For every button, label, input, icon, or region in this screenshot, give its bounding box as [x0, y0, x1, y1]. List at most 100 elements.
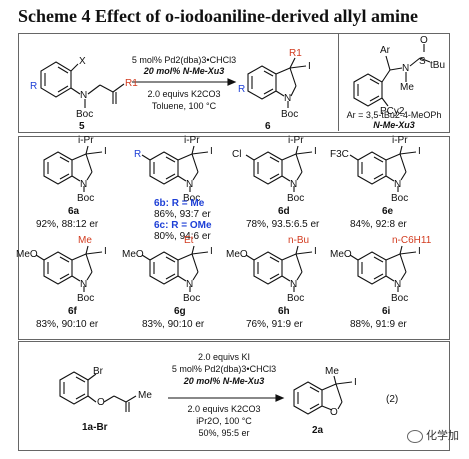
product-6f-aryl-sub: MeO [16, 249, 38, 260]
product-6i-aryl-sub: MeO [330, 249, 352, 260]
product-6h-aryl-sub: MeO [226, 249, 248, 260]
product-6d-label: 6d [278, 206, 290, 217]
atom-ar-ligand: Ar [380, 45, 390, 56]
product-6a-boc: Boc [77, 193, 95, 204]
top-condition-4: Toluene, 100 °C [151, 101, 217, 111]
product-6f-iodo: I [104, 246, 107, 257]
top-condition-2: 20 mol% N-Me-Xu3 [143, 66, 225, 76]
atom-n-product: N [284, 93, 292, 104]
product-6f-substituent: Me [78, 235, 92, 246]
product-6g-n: N [186, 279, 194, 290]
product-6i-boc: Boc [391, 293, 409, 304]
product-6g-structure [141, 245, 209, 292]
product-6b-yield: 86%, 93:7 er [154, 209, 211, 220]
bottom-condition-1: 2.0 equivs KI [197, 352, 251, 362]
product-6b-structure [141, 145, 209, 192]
product-table [18, 136, 450, 340]
atom-r1-reactant: R1 [125, 78, 138, 89]
product-6d-aryl-sub: Cl [232, 149, 242, 160]
atom-me-product-2a: Me [325, 366, 339, 377]
product-6e-aryl-sub: F3C [330, 149, 349, 160]
watermark: 化学加 [407, 427, 459, 443]
product-6a-structure [43, 145, 103, 192]
atom-x: X [79, 56, 86, 67]
product-6e-n: N [394, 179, 402, 190]
bottom-condition-3: 20 mol% N-Me-Xu3 [183, 376, 265, 386]
product-6a-n: N [80, 179, 88, 190]
reactant-1a-label: 1a-Br [82, 422, 108, 433]
bottom-condition-4: 2.0 equivs K2CO3 [187, 404, 261, 414]
atom-i-product: I [308, 61, 311, 72]
product-6g-label: 6g [174, 306, 186, 317]
ligand-name: N-Me-Xu3 [373, 120, 415, 130]
reactant-5-label: 5 [79, 121, 85, 132]
bottom-condition-6: 50%, 95:5 er [198, 428, 250, 438]
product-6g-iodo: I [210, 246, 213, 257]
product-6h-boc: Boc [287, 293, 305, 304]
watermark-text: 化学加 [426, 429, 459, 442]
product-6i-n: N [394, 279, 402, 290]
atom-me-reactant-1a: Me [138, 390, 152, 401]
bottom-condition-2: 5 mol% Pd2(dba)3•CHCl3 [171, 364, 277, 374]
scheme-title: Scheme 4 Effect of o-iodoaniline-derived… [18, 6, 418, 26]
atom-s-ligand: S [419, 56, 426, 67]
product-6d-n: N [290, 179, 298, 190]
product-6f-n: N [80, 279, 88, 290]
product-6h-yield: 76%, 91:9 er [246, 319, 303, 330]
product-6i-yield: 88%, 91:9 er [350, 319, 407, 330]
atom-boc-product: Boc [281, 109, 299, 120]
atom-o-ligand: O [420, 35, 428, 46]
atom-me-ligand: Me [400, 82, 414, 93]
product-6d-substituent: i-Pr [288, 135, 304, 146]
atom-r1-product: R1 [289, 48, 302, 59]
product-6h-iodo: I [314, 246, 317, 257]
product-6e-yield: 84%, 92:8 er [350, 219, 407, 230]
product-6d-yield: 78%, 93.5:6.5 er [246, 219, 320, 230]
wechat-icon [407, 429, 423, 443]
atom-tbu-ligand: tBu [430, 60, 446, 71]
product-2a-label: 2a [312, 425, 324, 436]
atom-r-product: R [238, 84, 246, 95]
product-6-label: 6 [265, 121, 271, 132]
product-6f-yield: 83%, 90:10 er [36, 319, 99, 330]
product-6b-iodo: I [210, 146, 213, 157]
product-6h-n: N [290, 279, 298, 290]
product-6i-substituent: n-C6H11 [392, 235, 432, 246]
product-6a-yield: 92%, 88:12 er [36, 219, 99, 230]
product-6d-iodo: I [314, 146, 317, 157]
product-6b-substituent: i-Pr [184, 135, 200, 146]
product-6a-iodo: I [104, 146, 107, 157]
product-6g-yield: 83%, 90:10 er [142, 319, 205, 330]
bottom-panel [18, 341, 450, 451]
ligand-box [338, 33, 449, 131]
product-6f-structure [35, 245, 103, 292]
product-6h-structure [245, 245, 313, 292]
product-6e-iodo: I [418, 146, 421, 157]
product-6b-label: 6b: R = Me [154, 198, 205, 209]
top-condition-1: 5 mol% Pd2(dba)3•CHCl3 [131, 55, 237, 65]
ligand-ar-note: Ar = 3,5-tBu2-4-MeOPh [346, 110, 442, 120]
atom-i-product-2a: I [354, 377, 357, 388]
product-6c-yield: 80%, 94:6 er [154, 231, 211, 242]
product-6f-label: 6f [68, 306, 77, 317]
product-6b-boc: Boc [183, 193, 201, 204]
product-6e-label: 6e [382, 206, 394, 217]
product-6e-substituent: i-Pr [392, 135, 408, 146]
equation-number: (2) [386, 394, 399, 405]
atom-o-reactant-1a: O [97, 397, 105, 408]
product-6c-label: 6c: R = OMe [154, 220, 212, 231]
product-6h-substituent: n-Bu [288, 235, 310, 246]
product-6g-substituent: Et [184, 235, 194, 246]
bottom-condition-5: iPr2O, 100 °C [196, 416, 252, 426]
product-6i-iodo: I [418, 246, 421, 257]
atom-r-reactant: R [30, 81, 38, 92]
product-6g-aryl-sub: MeO [122, 249, 144, 260]
product-6d-structure [245, 145, 313, 192]
product-6f-boc: Boc [77, 293, 95, 304]
product-6b-aryl-sub: R [134, 149, 142, 160]
product-6e-structure [349, 145, 417, 192]
product-6g-boc: Boc [183, 293, 201, 304]
product-6i-structure [349, 245, 417, 292]
